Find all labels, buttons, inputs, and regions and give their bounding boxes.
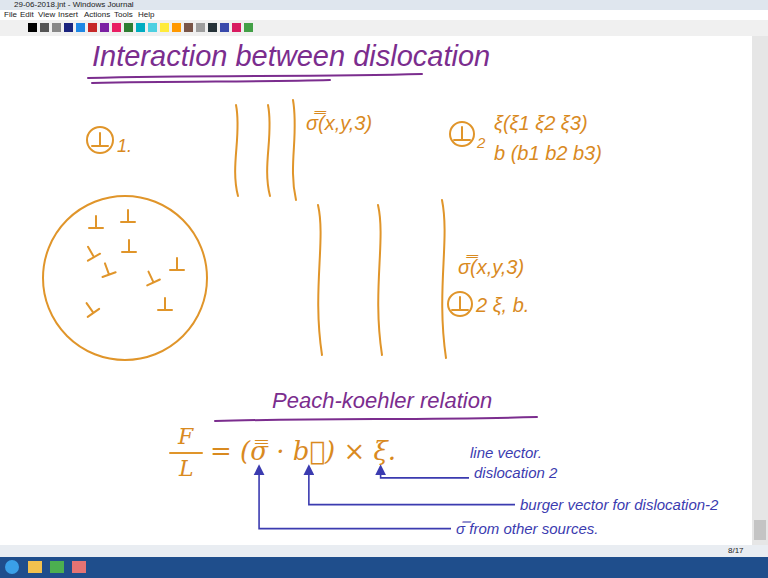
menu-bar <box>0 10 768 20</box>
page-counter: 8/17 <box>728 546 744 555</box>
title-underline <box>88 74 422 83</box>
length: L <box>179 456 194 481</box>
menu-item: Help <box>138 10 154 19</box>
stress-field: σ̿(x,y,3) <box>306 112 372 135</box>
annotation: burger vector for dislocation-2 <box>520 496 718 513</box>
menu-item: Actions <box>84 10 110 19</box>
leader-line <box>259 470 451 529</box>
dislocation-index: 2 <box>477 134 485 151</box>
taskbar-icons <box>5 560 86 574</box>
menu-item: Edit <box>20 10 34 19</box>
burgers-vector: b (b1 b2 b3) <box>494 142 602 165</box>
menu-item: Insert <box>58 10 78 19</box>
title-bar <box>0 0 768 10</box>
color-palette <box>28 23 253 32</box>
page-nav-bar <box>0 545 768 557</box>
leader-line <box>381 470 469 478</box>
menu-item: File <box>4 10 17 19</box>
annotation: dislocation 2 <box>474 464 557 481</box>
scrollbar <box>752 36 768 545</box>
peach-koehler-formula: = (σ̿ · b⃗) × ξ. <box>210 437 396 467</box>
line-vector: ξ(ξ1 ξ2 ξ3) <box>494 112 588 135</box>
force: F <box>178 424 193 449</box>
scroll-thumb <box>754 520 766 540</box>
heading-underline <box>215 417 537 421</box>
dislocation-properties: 2 ξ, b. <box>476 294 529 317</box>
dislocation-index: 1. <box>117 136 132 157</box>
stress-field: σ̿(x,y,3) <box>458 256 524 279</box>
window-title: 29-06-2018.jnt - Windows Journal <box>14 0 134 9</box>
annotation: line vector. <box>470 444 542 461</box>
section-heading: Peach-koehler relation <box>272 388 492 413</box>
annotation: σ̿ from other sources. <box>456 520 598 537</box>
toolbar <box>0 20 768 36</box>
taskbar <box>0 557 768 578</box>
menu-item: View <box>38 10 55 19</box>
page-heading: Interaction between dislocation <box>92 40 490 73</box>
menu-item: Tools <box>114 10 133 19</box>
